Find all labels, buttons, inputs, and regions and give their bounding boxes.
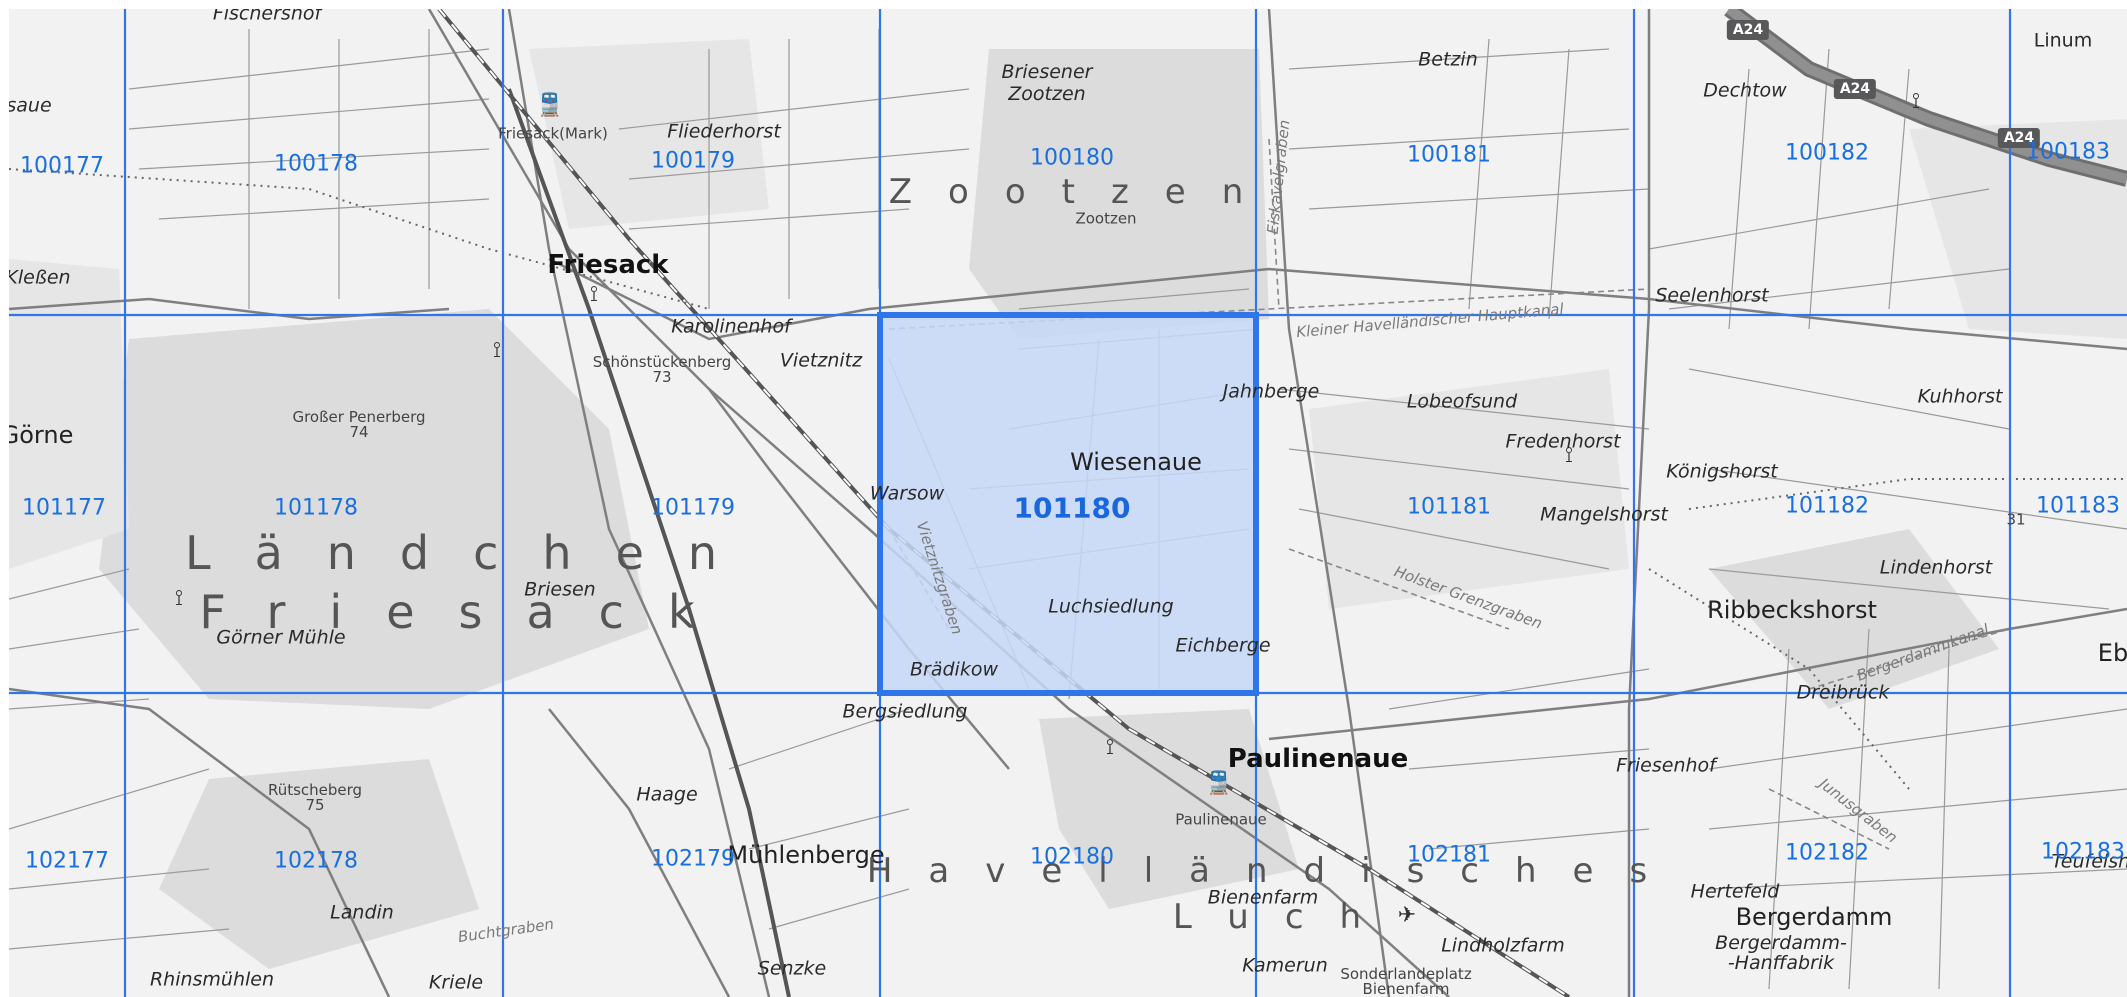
place-label-schonstuckenberg: Schönstückenberg 73 [592,353,732,386]
place-label-mangelshorst: Mangelshorst [1540,503,1668,526]
region-label-landchen: Ländchen [184,526,762,580]
region-label-havellandisches: Havelländisches [866,851,1684,891]
place-label-grosser-penerberg: Großer Penerberg 74 [292,408,426,441]
place-label-lindholzfarm: Lindholzfarm [1441,934,1565,957]
place-label-linum: Linum [2033,29,2093,52]
town-label-paulinenaue: Paulinenaue [1227,744,1409,774]
region-label-zootzen: Zootzen [888,172,1280,212]
grid-cell-label[interactable]: 102177 [25,848,109,874]
place-label-dreibruck: Dreibrück [1796,681,1890,704]
road-badge-a24: A24 [1726,20,1770,40]
place-label-seelenhorst: Seelenhorst [1655,284,1769,307]
grid-cell-label[interactable]: 100183 [2026,139,2110,165]
town-label-friesack: Friesack [547,250,669,280]
place-label-gorne: Görne [9,421,74,449]
road-badge-a24: A24 [1997,128,2041,148]
place-label-bergerdamm: Bergerdamm [1735,903,1893,931]
place-label-haage: Haage [636,783,698,806]
place-label-fischershof: Fischershof [212,9,322,25]
place-label-karolinenhof: Karolinenhof [671,315,791,338]
place-label-betzin: Betzin [1418,48,1478,71]
grid-cell-label[interactable]: 101183 [2036,493,2120,519]
place-label-dechtow: Dechtow [1703,79,1787,102]
place-label-vietznitz: Vietznitz [779,349,863,372]
place-label-lindenhorst: Lindenhorst [1879,556,1993,579]
grid-cell-label[interactable]: 101181 [1407,494,1491,520]
place-label-bergerdamm-hanffabrik: Bergerdamm- -Hanffabrik [1715,932,1847,974]
place-label-konigshorst: Königshorst [1666,460,1778,483]
region-label-friesack: Friesack [199,585,739,639]
place-label-gorner-muhle: Görner Mühle [216,626,346,649]
radio-tower-icon: ⟟ [1564,443,1574,468]
spot-height-label: 31 [2006,510,2026,529]
place-label-muhlenberge: Mühlenberge [727,841,885,869]
place-label-kamerun: Kamerun [1242,954,1328,977]
grid-cell-label[interactable]: 102182 [1785,840,1869,866]
grid-cell-label[interactable]: 100178 [274,151,358,177]
grid-cell-label[interactable]: 101178 [274,495,358,521]
place-label-hertefeld: Hertefeld [1690,880,1780,903]
place-label-bradikow: Brädikow [910,658,998,681]
airfield-icon: ✈ [1397,903,1417,928]
place-label-luchsiedlung: Luchsiedlung [1048,595,1174,618]
grid-cell-label[interactable]: 102183 [2041,839,2125,865]
place-label-kriele: Kriele [428,971,484,994]
radio-tower-icon: ⟟ [174,586,184,611]
landchen-forest [99,309,649,709]
grid-cell-label[interactable]: 102179 [651,846,735,872]
place-label-bienenfarm: Bienenfarm [1207,886,1319,909]
map-view[interactable]: A24 A24 A24 🚆 🚆 ✈ ⟟ ⟟ ⟟ ⟟ ⟟ ⟟ Fischersho… [9,9,2127,997]
grid-cell-label[interactable]: 100179 [651,148,735,174]
place-label-eb: Eb [2097,639,2127,667]
place-label-warsow: Warsow [869,482,945,505]
road-badge-a24: A24 [1833,79,1877,99]
map-background [9,9,2127,997]
place-label-eichberge: Eichberge [1175,634,1271,657]
radio-tower-icon: ⟟ [1105,735,1115,760]
place-label-landin: Landin [330,901,394,924]
place-label-fliederhorst: Fliederhorst [667,120,781,143]
place-label-saue: saue [9,94,52,117]
zootzen-forest [969,49,1269,339]
place-label-briesen: Briesen [524,578,596,601]
radio-tower-icon: ⟟ [1911,89,1921,114]
grid-cell-label[interactable]: 102178 [274,848,358,874]
place-label-fredenhorst: Fredenhorst [1505,430,1621,453]
place-label-briesener-zootzen: Briesener Zootzen [1001,61,1093,105]
place-label-paulinenaue-station: Paulinenaue [1175,810,1267,829]
place-label-sonderlandeplatz: Sonderlandeplatz Bienenfarm [1340,965,1472,997]
grid-cell-label[interactable]: 102181 [1407,842,1491,868]
grid-cell-label[interactable]: 101182 [1785,493,1869,519]
place-label-klessen: Kleßen [9,266,71,289]
grid-cell-label[interactable]: 100182 [1785,140,1869,166]
place-label-zootzen: Zootzen [1075,209,1137,228]
grid-cell-label[interactable]: 100177 [20,153,104,179]
grid-cell-label[interactable]: 102180 [1030,844,1114,870]
grid-cell-label[interactable]: 101177 [22,495,106,521]
place-label-friesenhof: Friesenhof [1616,754,1716,777]
grid-cell-label[interactable]: 101179 [651,495,735,521]
train-station-icon: 🚆 [536,93,564,118]
radio-tower-icon: ⟟ [492,338,502,363]
place-label-rhinsmuhlen: Rhinsmühlen [149,968,275,991]
train-station-icon: 🚆 [1205,771,1233,796]
place-label-ribbeckshorst: Ribbeckshorst [1707,596,1877,624]
region-label-luch: Luch [1172,897,1398,937]
place-label-rutscheberg: Rütscheberg 75 [267,781,363,814]
place-label-lobeofsund: Lobeofsund [1406,390,1518,413]
radio-tower-icon: ⟟ [589,282,599,307]
grid-cell-label[interactable]: 100180 [1030,145,1114,171]
place-label-friesack-mark: Friesack(Mark) [498,124,608,143]
grid-cell-label-selected[interactable]: 101180 [1013,491,1131,525]
place-label-wiesenaue: Wiesenaue [1070,448,1202,476]
place-label-jahnberge: Jahnberge [1222,380,1320,403]
place-label-bergsiedlung: Bergsiedlung [842,700,968,723]
place-label-senzke: Senzke [757,957,827,980]
grid-cell-label[interactable]: 100181 [1407,142,1491,168]
place-label-kuhhorst: Kuhhorst [1917,385,2003,408]
place-label-teufelshof: Teufelshof [2051,850,2127,873]
